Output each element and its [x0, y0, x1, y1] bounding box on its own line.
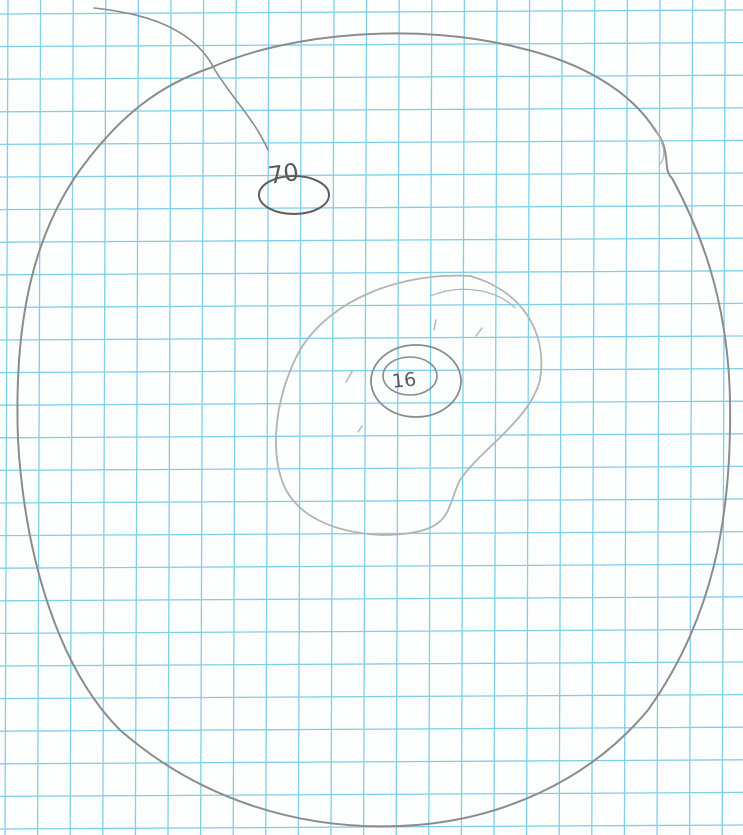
- tick-mark: [346, 372, 352, 382]
- outer-boundary-overtrace: [655, 128, 664, 164]
- inner-label: 16: [391, 368, 417, 392]
- tick-mark: [476, 328, 482, 336]
- tick-mark: [434, 320, 436, 330]
- inner-blob-contour: [276, 276, 541, 535]
- outer-label: 70: [266, 158, 300, 190]
- outer-boundary-curve: [17, 33, 730, 826]
- tick-mark: [358, 426, 362, 432]
- inner-blob-overtrace: [430, 289, 515, 308]
